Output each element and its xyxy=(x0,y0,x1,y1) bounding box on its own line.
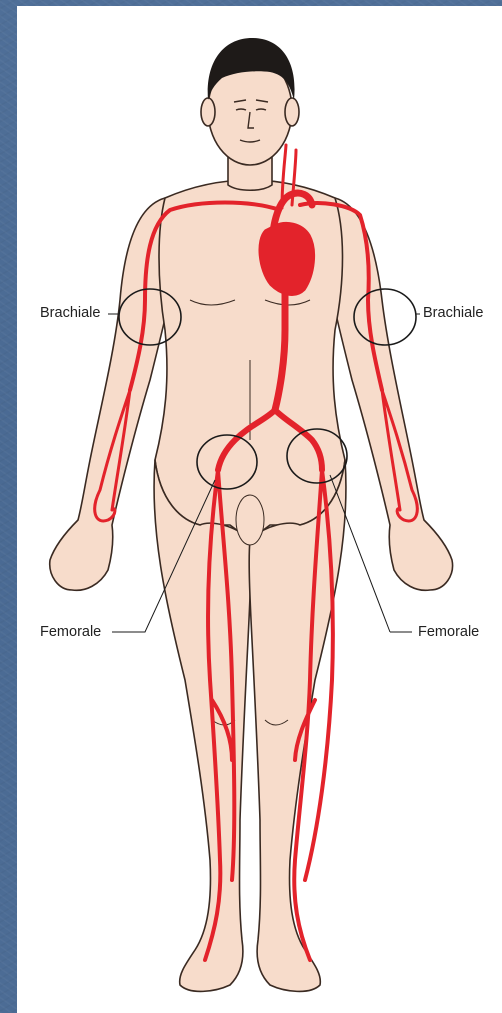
femorale-right-label: Femorale xyxy=(418,625,479,640)
brachiale-left-label: Brachiale xyxy=(40,306,100,321)
left-ear xyxy=(201,98,215,126)
femorale-left-label: Femorale xyxy=(40,625,101,640)
right-ear xyxy=(285,98,299,126)
right-arm xyxy=(327,198,453,590)
brachiale-right-label: Brachiale xyxy=(423,306,483,321)
left-leg xyxy=(154,460,251,991)
